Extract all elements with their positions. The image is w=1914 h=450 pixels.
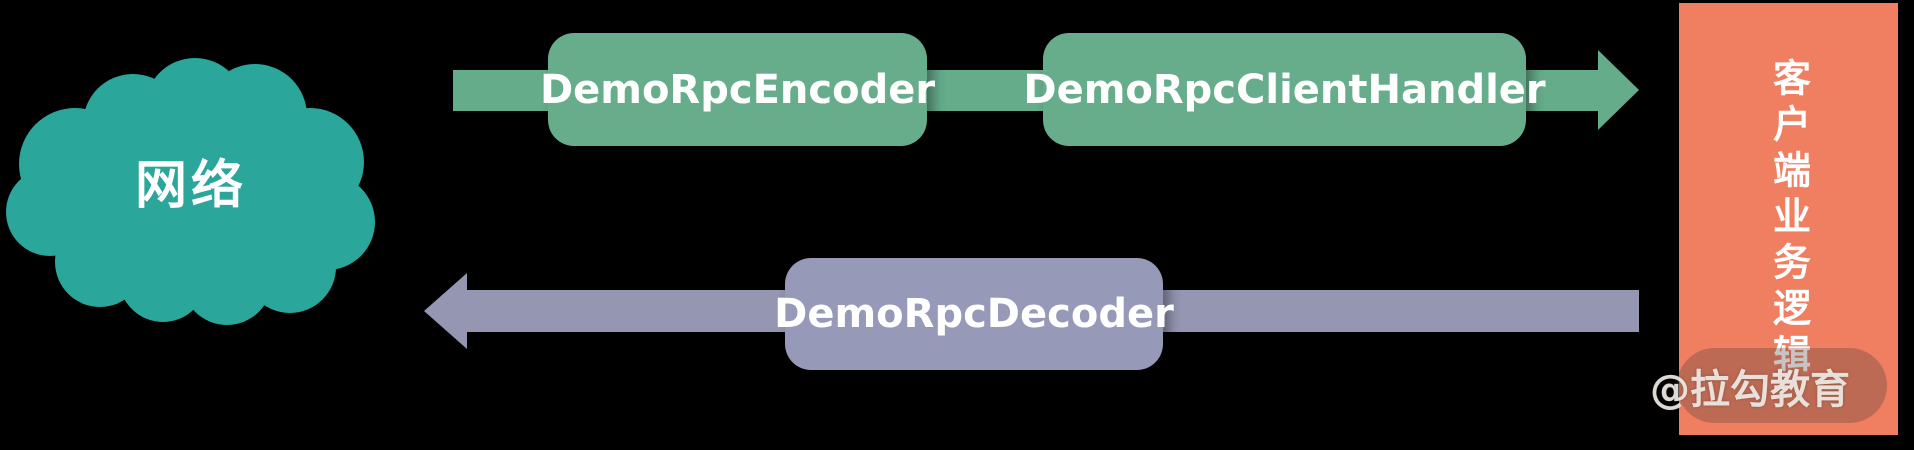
watermark-label: @拉勾教育 (1650, 366, 1850, 413)
client-business-logic-bar: 客户端业务逻辑 (1679, 3, 1898, 435)
network-cloud-icon (6, 58, 375, 325)
request-arrowhead-right-icon (1598, 50, 1639, 130)
decoder-box: DemoRpcDecoder (774, 258, 1174, 370)
watermark-pill (1677, 348, 1887, 423)
encoder-box-label: DemoRpcEncoder (539, 66, 936, 113)
decoder-box-label: DemoRpcDecoder (774, 291, 1174, 337)
encoder-box: DemoRpcEncoder (540, 33, 935, 146)
network-cloud-label: 网络 (134, 156, 247, 216)
client-handler-box: DemoRpcClientHandler (1023, 33, 1546, 146)
client-business-logic-label: 客户端业务逻辑 (1766, 58, 1811, 380)
response-arrowhead-left-icon (424, 273, 467, 349)
client-handler-box-label: DemoRpcClientHandler (1023, 66, 1546, 113)
